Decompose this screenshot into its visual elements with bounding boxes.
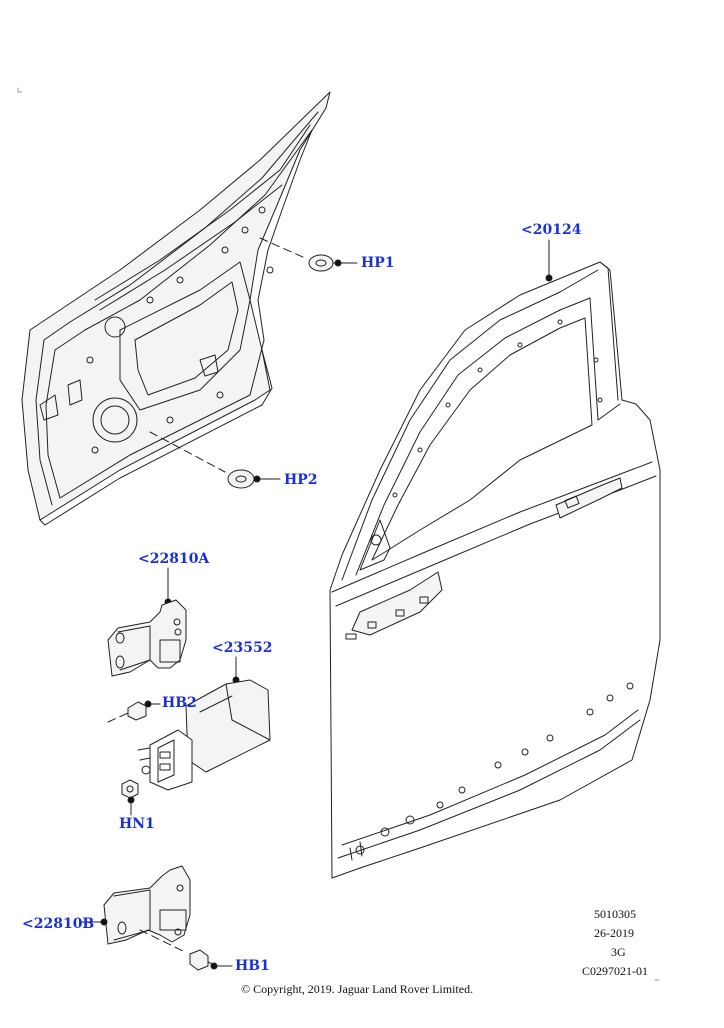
hn1-nut <box>121 779 139 816</box>
hp2-plug <box>149 431 281 489</box>
lower-hinge <box>79 865 191 953</box>
drawing-ref-3: 3G <box>611 945 626 959</box>
hp1-plug <box>259 237 358 272</box>
callout-hp2[interactable]: HP2 <box>284 472 318 488</box>
copyright-notice: © Copyright, 2019. Jaguar Land Rover Lim… <box>241 982 474 996</box>
callout-lower-hinge[interactable]: <22810B <box>22 916 95 932</box>
inner-door-panel <box>21 91 331 526</box>
callout-check-strap[interactable]: <23552 <box>212 640 273 656</box>
callout-hb2[interactable]: HB2 <box>162 695 197 711</box>
callout-hb1[interactable]: HB1 <box>235 958 270 974</box>
callout-hn1[interactable]: HN1 <box>119 816 155 832</box>
hb2-bolt <box>107 700 161 723</box>
check-strap <box>137 656 271 791</box>
upper-hinge <box>107 567 187 677</box>
drawing-ref-4: C0297021-01 <box>582 964 648 978</box>
callout-upper-hinge[interactable]: <22810A <box>138 551 210 567</box>
callout-door-shell[interactable]: <20124 <box>521 222 582 238</box>
drawing-ref-1: 5010305 <box>594 907 636 921</box>
callout-hp1[interactable]: HP1 <box>361 255 395 271</box>
hb1-bolt <box>189 949 233 971</box>
drawing-ref-2: 26-2019 <box>594 926 634 940</box>
door-shell <box>329 239 661 879</box>
